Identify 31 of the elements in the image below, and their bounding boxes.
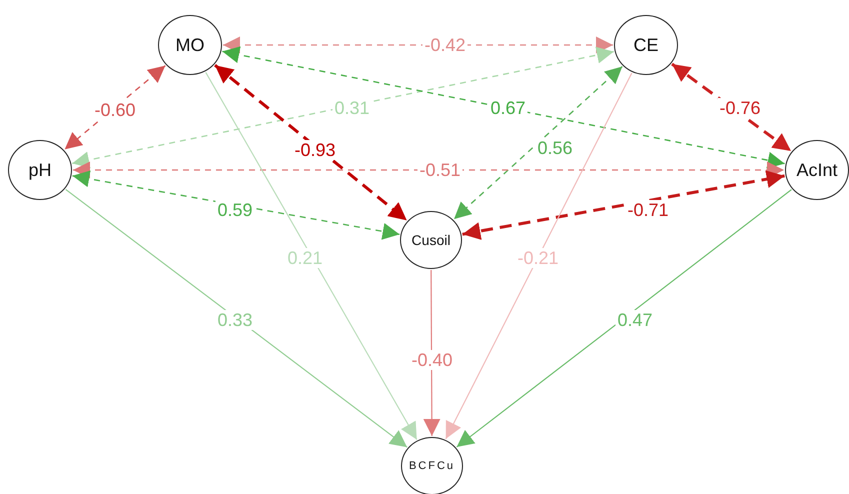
variable-name: Cusoil — [412, 232, 450, 248]
variable-circle — [400, 211, 462, 269]
path-arrow — [423, 270, 440, 436]
path-coefficient: -0.21 — [515, 248, 561, 268]
variable-name: BCFCu — [408, 460, 456, 472]
path-arrow — [445, 72, 632, 440]
path-arrow — [65, 188, 408, 448]
path-arrow — [73, 162, 784, 178]
path-arrow — [205, 72, 418, 440]
variable-circle — [158, 15, 222, 75]
variable-name: AcInt — [796, 160, 838, 180]
path-coefficient: -0.76 — [717, 98, 763, 118]
variable-name: pH — [28, 160, 52, 180]
path-coefficient: -0.60 — [92, 100, 138, 120]
variable-circle — [785, 140, 849, 200]
path-coefficient: 0.21 — [285, 248, 325, 268]
path-arrow — [462, 170, 785, 240]
path-arrow — [72, 46, 614, 168]
path-arrow — [456, 189, 792, 448]
variable-name: MO — [176, 34, 204, 56]
path-arrow — [454, 66, 623, 220]
variable-name: CE — [633, 34, 658, 56]
variable-circle — [614, 15, 678, 75]
path-arrow — [223, 36, 613, 54]
path-coefficient: 0.33 — [215, 310, 255, 330]
variable-circle — [401, 437, 463, 494]
path-coefficient: -0.40 — [409, 350, 455, 370]
path-coefficient: -0.93 — [292, 140, 338, 160]
path-arrow — [214, 64, 408, 222]
path-arrow — [72, 170, 400, 240]
path-arrow — [222, 46, 785, 169]
